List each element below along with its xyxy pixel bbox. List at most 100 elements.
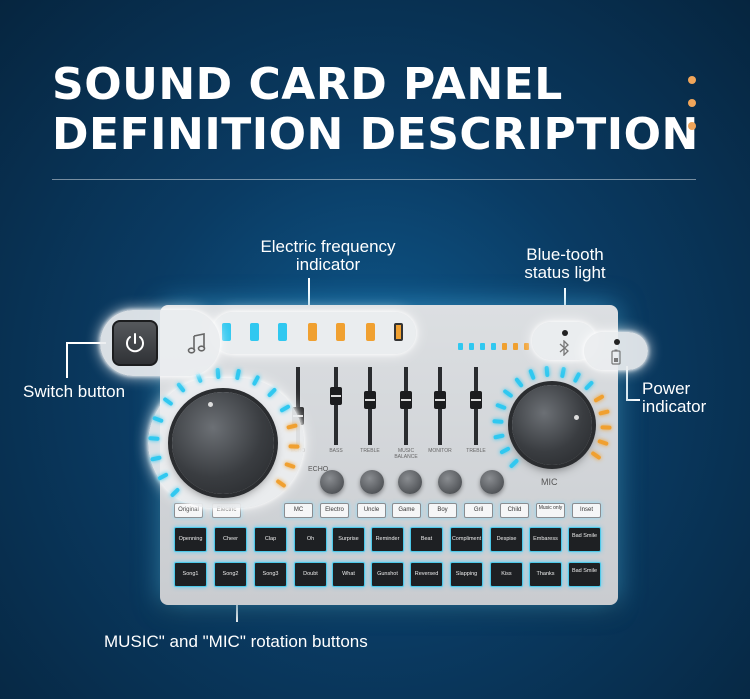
mode-button-child[interactable]: Child [500,503,529,518]
frequency-leader-line [308,278,310,322]
frequency-led [336,323,345,341]
bluetooth-icon [559,340,569,356]
level-led [502,343,507,350]
fader[interactable] [434,367,446,445]
fader-cap[interactable] [364,391,376,409]
frequency-indicator-highlight [212,312,416,354]
pad-button[interactable]: Bad Smile [568,562,601,587]
music-knob[interactable] [172,392,274,494]
pad-button[interactable]: Compliment [450,527,483,552]
fader-label: BASS [329,448,343,454]
pad-button[interactable]: Despise [490,527,523,552]
power-indicator-light [614,339,620,345]
level-led [469,343,474,350]
switch-button-highlight [100,310,220,376]
mode-button-game[interactable]: Game [392,503,421,518]
echo-label: ECHO [308,466,329,473]
switch-leader-line-h [66,342,106,344]
level-led [524,343,529,350]
small-knob[interactable] [480,470,504,494]
mode-button-gril[interactable]: Gril [464,503,493,518]
switch-callout: Switch button [23,382,126,401]
music-note-icon [187,333,206,354]
power-leader-line-v [626,366,628,400]
power-callout-line2: indicator [642,397,707,416]
knob-marker [208,402,213,407]
fader[interactable] [470,367,482,445]
mode-button-music-only[interactable]: Music only [536,503,565,518]
small-knob[interactable] [398,470,422,494]
knob-led-tick [492,419,504,424]
pad-button[interactable]: Song3 [254,562,287,587]
pad-button[interactable]: Reversed [410,562,443,587]
knob-led-tick [148,436,160,441]
title-line-1: SOUND CARD PANEL [52,59,563,110]
mic-knob[interactable] [512,385,592,465]
mic-label: MIC [541,477,558,487]
page-title: SOUND CARD PANEL DEFINITION DESCRIPTION [52,60,699,160]
fader[interactable] [400,367,412,445]
small-knob[interactable] [438,470,462,494]
mode-button-inset[interactable]: Inset [572,503,601,518]
pad-button[interactable]: Oh [294,527,327,552]
mode-button-uncle[interactable]: Uncle [357,503,386,518]
frequency-led [278,323,287,341]
bluetooth-callout-line2: status light [524,263,606,282]
title-divider [52,179,696,180]
frequency-callout-line1: Electric frequency [260,237,396,256]
bluetooth-leader-line [564,288,566,320]
decorative-dots [688,76,696,145]
knob-led-tick [215,367,221,379]
pad-button[interactable]: Openning [174,527,207,552]
music-knob-highlight [148,378,304,508]
pad-button[interactable]: Song1 [174,562,207,587]
knob-led-tick [288,443,300,449]
pad-button[interactable]: Thanks [529,562,562,587]
pad-button[interactable]: What [332,562,365,587]
pad-button[interactable]: Kiss [490,562,523,587]
fader-cap[interactable] [400,391,412,409]
frequency-led [308,323,317,341]
fader[interactable] [330,367,342,445]
sound-card-panel: ECHO BASS TREBLE MUSIC BALANCE MONITOR T… [160,305,618,605]
fader-label: MUSIC BALANCE [394,448,418,460]
pad-button[interactable]: Clap [254,527,287,552]
small-knob[interactable] [360,470,384,494]
power-leader-line-h [626,399,640,401]
pad-button[interactable]: Embaress [529,527,562,552]
battery-icon [611,349,621,365]
pad-button[interactable]: Surprise [332,527,365,552]
title-line-2: DEFINITION DESCRIPTION [52,109,699,160]
frequency-led [222,323,231,341]
pad-button[interactable]: Doubt [294,562,327,587]
pad-button[interactable]: Bad Smile [568,527,601,552]
fader-label: MONITOR [428,448,452,454]
dot [688,99,696,107]
switch-button[interactable] [112,320,158,366]
switch-leader-line-v [66,342,68,378]
mode-button-electro[interactable]: Electro [320,503,349,518]
level-led [458,343,463,350]
pad-button[interactable]: Beat [410,527,443,552]
frequency-callout-line2: indicator [295,255,361,274]
power-icon [126,333,144,353]
pad-button[interactable]: Cheer [214,527,247,552]
level-led [480,343,485,350]
frequency-led [394,323,403,341]
frequency-callout: Electric frequency indicator [228,238,428,274]
power-callout: Power indicator [642,380,706,416]
pad-button[interactable]: Gunshot [371,562,404,587]
fader[interactable] [364,367,376,445]
bluetooth-callout-line1: Blue-tooth [526,245,604,264]
pad-button[interactable]: Slapping [450,562,483,587]
pad-button[interactable]: Song2 [214,562,247,587]
level-led [491,343,496,350]
fader-cap[interactable] [470,391,482,409]
fader-cap[interactable] [330,387,342,405]
mode-button-boy[interactable]: Boy [428,503,457,518]
small-knob[interactable] [320,470,344,494]
fader-cap[interactable] [434,391,446,409]
power-callout-line1: Power [642,379,691,398]
mode-button-mc[interactable]: MC [284,503,313,518]
pad-button[interactable]: Reminder [371,527,404,552]
